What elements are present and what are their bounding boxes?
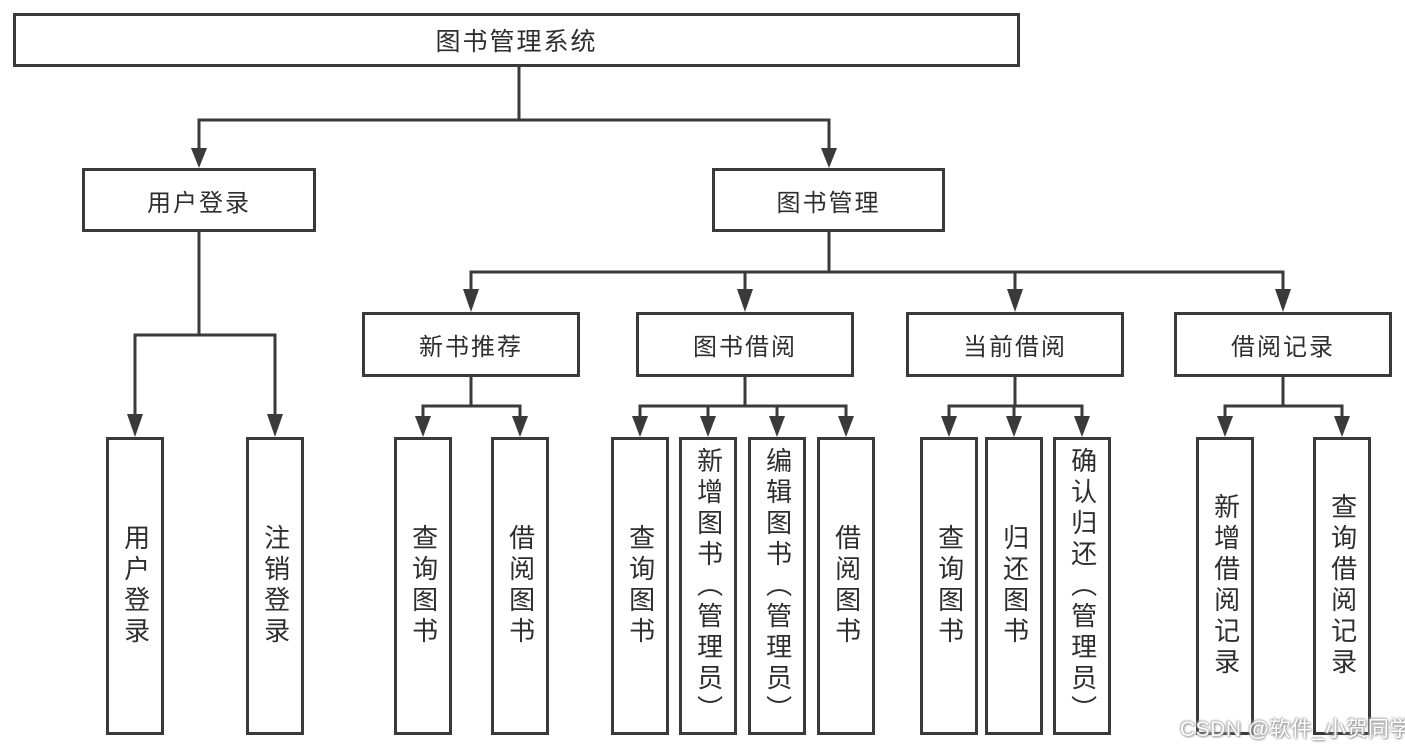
leaf-edit-book-admin: 编辑图书（管理员） <box>748 437 806 735</box>
node-new-book-recommend: 新书推荐 <box>362 312 580 377</box>
leaf-borrow-books-recommend: 借阅图书 <box>491 437 549 735</box>
leaf-logout: 注销登录 <box>246 437 304 735</box>
node-current-borrowing: 当前借阅 <box>906 312 1124 377</box>
node-book-borrowing: 图书借阅 <box>636 312 854 377</box>
csdn-watermark: CSDN @软件_小贺同学 <box>1180 718 1405 741</box>
node-borrowing-records: 借阅记录 <box>1174 312 1392 377</box>
node-user-login: 用户登录 <box>82 168 316 232</box>
leaf-query-borrow-record: 查询借阅记录 <box>1313 437 1371 735</box>
leaf-user-login: 用户登录 <box>106 437 164 735</box>
leaf-add-borrow-record: 新增借阅记录 <box>1196 437 1254 735</box>
node-root-system: 图书管理系统 <box>13 13 1020 67</box>
leaf-borrow-books: 借阅图书 <box>817 437 875 735</box>
leaf-return-books: 归还图书 <box>985 437 1043 735</box>
node-book-management: 图书管理 <box>712 168 945 232</box>
leaf-add-book-admin: 新增图书（管理员） <box>679 437 737 735</box>
leaf-query-books-borrow: 查询图书 <box>611 437 669 735</box>
leaf-query-books-recommend: 查询图书 <box>394 437 452 735</box>
leaf-query-books-current: 查询图书 <box>920 437 978 735</box>
leaf-confirm-return-admin: 确认归还（管理员） <box>1053 437 1111 735</box>
